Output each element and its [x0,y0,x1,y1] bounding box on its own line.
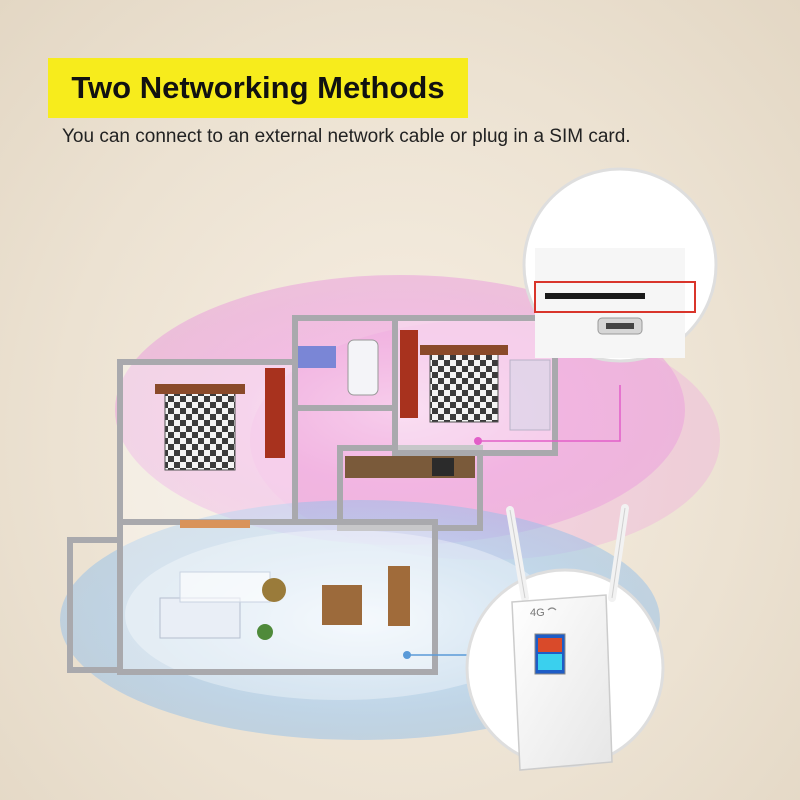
rug [179,571,271,603]
wardrobe-left [265,368,285,458]
stove [432,458,454,476]
plant [257,624,273,640]
pointer-dot-blue [403,651,411,659]
bed-left [164,389,236,471]
headboard-right [420,345,508,355]
dining-table [322,585,362,625]
wardrobe-right [400,330,418,418]
pointer-lines [478,385,621,442]
armchair [262,578,286,602]
banner-shelf [180,520,250,528]
sofa [159,597,241,639]
router-device-icon [465,504,665,771]
kitchen-counter [345,456,475,478]
wifi-signal-icon [547,607,557,611]
floorplan-floors [123,321,552,669]
shelf [388,566,410,626]
bed-right [429,351,499,423]
router-badge-4g: 4G [530,607,545,619]
bathtub [347,339,379,396]
headline-text: Two Networking Methods [71,70,445,105]
pointer-dot-pink [474,437,482,445]
window-right [509,359,551,431]
headline-banner: Two Networking Methods [48,58,468,118]
sim-slot-closeup [522,167,718,363]
subtitle-text: You can connect to an external network c… [62,126,631,147]
sink [298,346,336,368]
headboard-left [155,384,245,394]
